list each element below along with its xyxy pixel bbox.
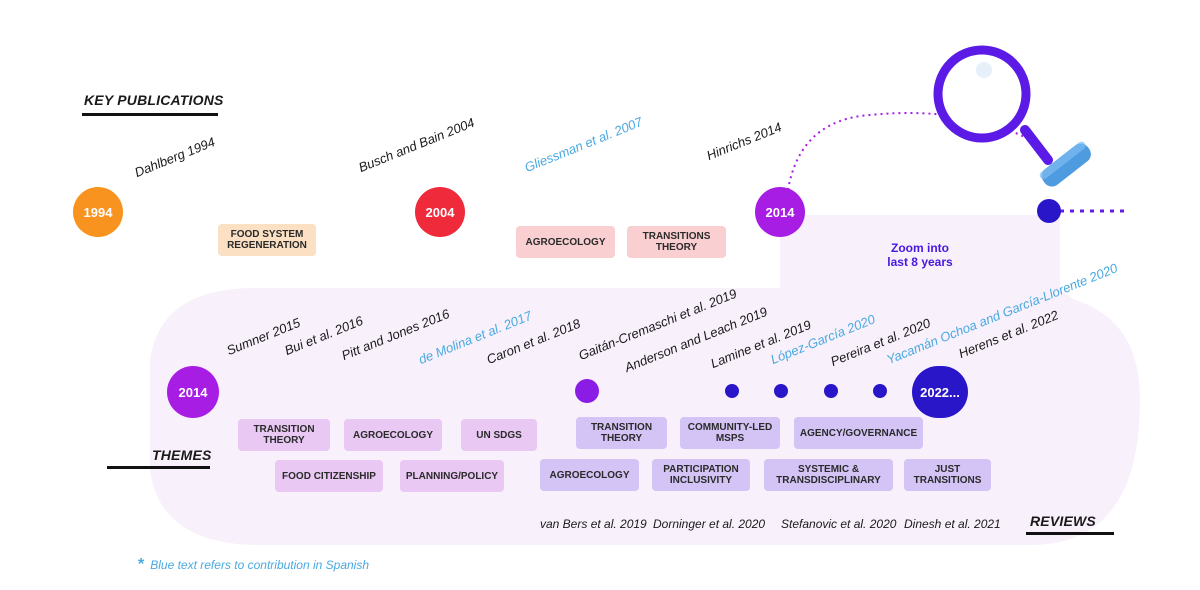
theme-transitions-theory-top: TRANSITIONS THEORY: [627, 226, 726, 258]
theme-transition-theory-1: TRANSITION THEORY: [238, 419, 330, 451]
zoom-line2: last 8 years: [887, 255, 953, 269]
tag-line2: TRANSITIONS: [913, 475, 982, 486]
tag-line2: THEORY: [600, 433, 643, 444]
zoom-line1: Zoom into: [891, 241, 949, 255]
tag-line2: TRANSDISCIPLINARY: [776, 475, 881, 486]
theme-food-citizenship: FOOD CITIZENSHIP: [275, 460, 383, 492]
top-node-end: [1037, 199, 1061, 223]
footnote-text: Blue text refers to contribution in Span…: [150, 558, 370, 572]
tag-line1: FOOD SYSTEM: [230, 229, 304, 240]
zoom-panel: [150, 215, 1140, 545]
tag-line1: TRANSITION: [253, 424, 315, 435]
zoom-label: Zoom into last 8 years: [870, 241, 970, 269]
review-dinesh: Dinesh et al. 2021: [904, 517, 1001, 531]
tag-line1: COMMUNITY-LED: [687, 422, 773, 433]
tag-line1: TRANSITIONS: [642, 231, 711, 242]
tag-line2: REGENERATION: [227, 240, 307, 251]
node-2022: 2022...: [912, 366, 968, 418]
theme-food-system-regeneration: FOOD SYSTEM REGENERATION: [218, 224, 316, 256]
tag-line1: FOOD CITIZENSHIP: [282, 470, 376, 482]
tag-line1: UN SDGS: [476, 429, 522, 441]
node-1994: 1994: [73, 187, 123, 237]
tag-line2: INCLUSIVITY: [669, 475, 733, 486]
node-2014-top: 2014: [755, 187, 805, 237]
tag-line2: MSPS: [715, 433, 745, 444]
magnifier-icon: [933, 45, 1091, 187]
review-van-bers: van Bers et al. 2019: [540, 517, 647, 531]
tag-line1: JUST: [934, 464, 961, 475]
theme-community-led-msps: COMMUNITY-LED MSPS: [680, 417, 780, 449]
reviews-underline: [1026, 532, 1114, 535]
asterisk-icon: *: [138, 556, 145, 573]
theme-un-sdgs: UN SDGS: [461, 419, 537, 451]
theme-just-transitions: JUST TRANSITIONS: [904, 459, 991, 491]
node-2004: 2004: [415, 187, 465, 237]
tag-line1: SYSTEMIC &: [797, 464, 860, 475]
tag-line2: THEORY: [263, 435, 305, 446]
tag-line1: AGROECOLOGY: [352, 429, 433, 441]
bottom-node-small-2: [774, 384, 788, 398]
themes-label: THEMES: [152, 447, 212, 463]
footnote: * Blue text refers to contribution in Spa…: [138, 556, 369, 574]
tag-line1: PLANNING/POLICY: [405, 470, 499, 482]
key-publications-underline: [82, 113, 218, 116]
bottom-node-small-1: [725, 384, 739, 398]
theme-transition-theory-2: TRANSITION THEORY: [576, 417, 667, 449]
bottom-node-small-4: [873, 384, 887, 398]
review-stefanovic: Stefanovic et al. 2020: [781, 517, 897, 531]
tag-line1: AGENCY/GOVERNANCE: [799, 427, 918, 439]
theme-planning-policy: PLANNING/POLICY: [400, 460, 504, 492]
theme-agroecology-2: AGROECOLOGY: [344, 419, 442, 451]
tag-line1: AGROECOLOGY: [525, 236, 606, 248]
review-dorninger: Dorninger et al. 2020: [653, 517, 766, 531]
reviews-label: REVIEWS: [1030, 513, 1096, 529]
key-publications-label: KEY PUBLICATIONS: [84, 92, 224, 108]
bottom-node-2019: [575, 379, 599, 403]
tag-line1: TRANSITION: [590, 422, 653, 433]
tag-line1: PARTICIPATION: [663, 464, 739, 475]
theme-agroecology-3: AGROECOLOGY: [540, 459, 639, 491]
theme-agency-governance: AGENCY/GOVERNANCE: [794, 417, 923, 449]
bottom-node-small-3: [824, 384, 838, 398]
zoom-arc: [787, 112, 1041, 191]
tag-line1: AGROECOLOGY: [549, 469, 630, 481]
node-2014-bottom: 2014: [167, 366, 219, 418]
theme-participation-inclusivity: PARTICIPATION INCLUSIVITY: [652, 459, 750, 491]
themes-underline: [107, 466, 210, 469]
theme-agroecology-top: AGROECOLOGY: [516, 226, 615, 258]
tag-line2: THEORY: [655, 242, 698, 253]
theme-systemic-transdisciplinary: SYSTEMIC & TRANSDISCIPLINARY: [764, 459, 893, 491]
